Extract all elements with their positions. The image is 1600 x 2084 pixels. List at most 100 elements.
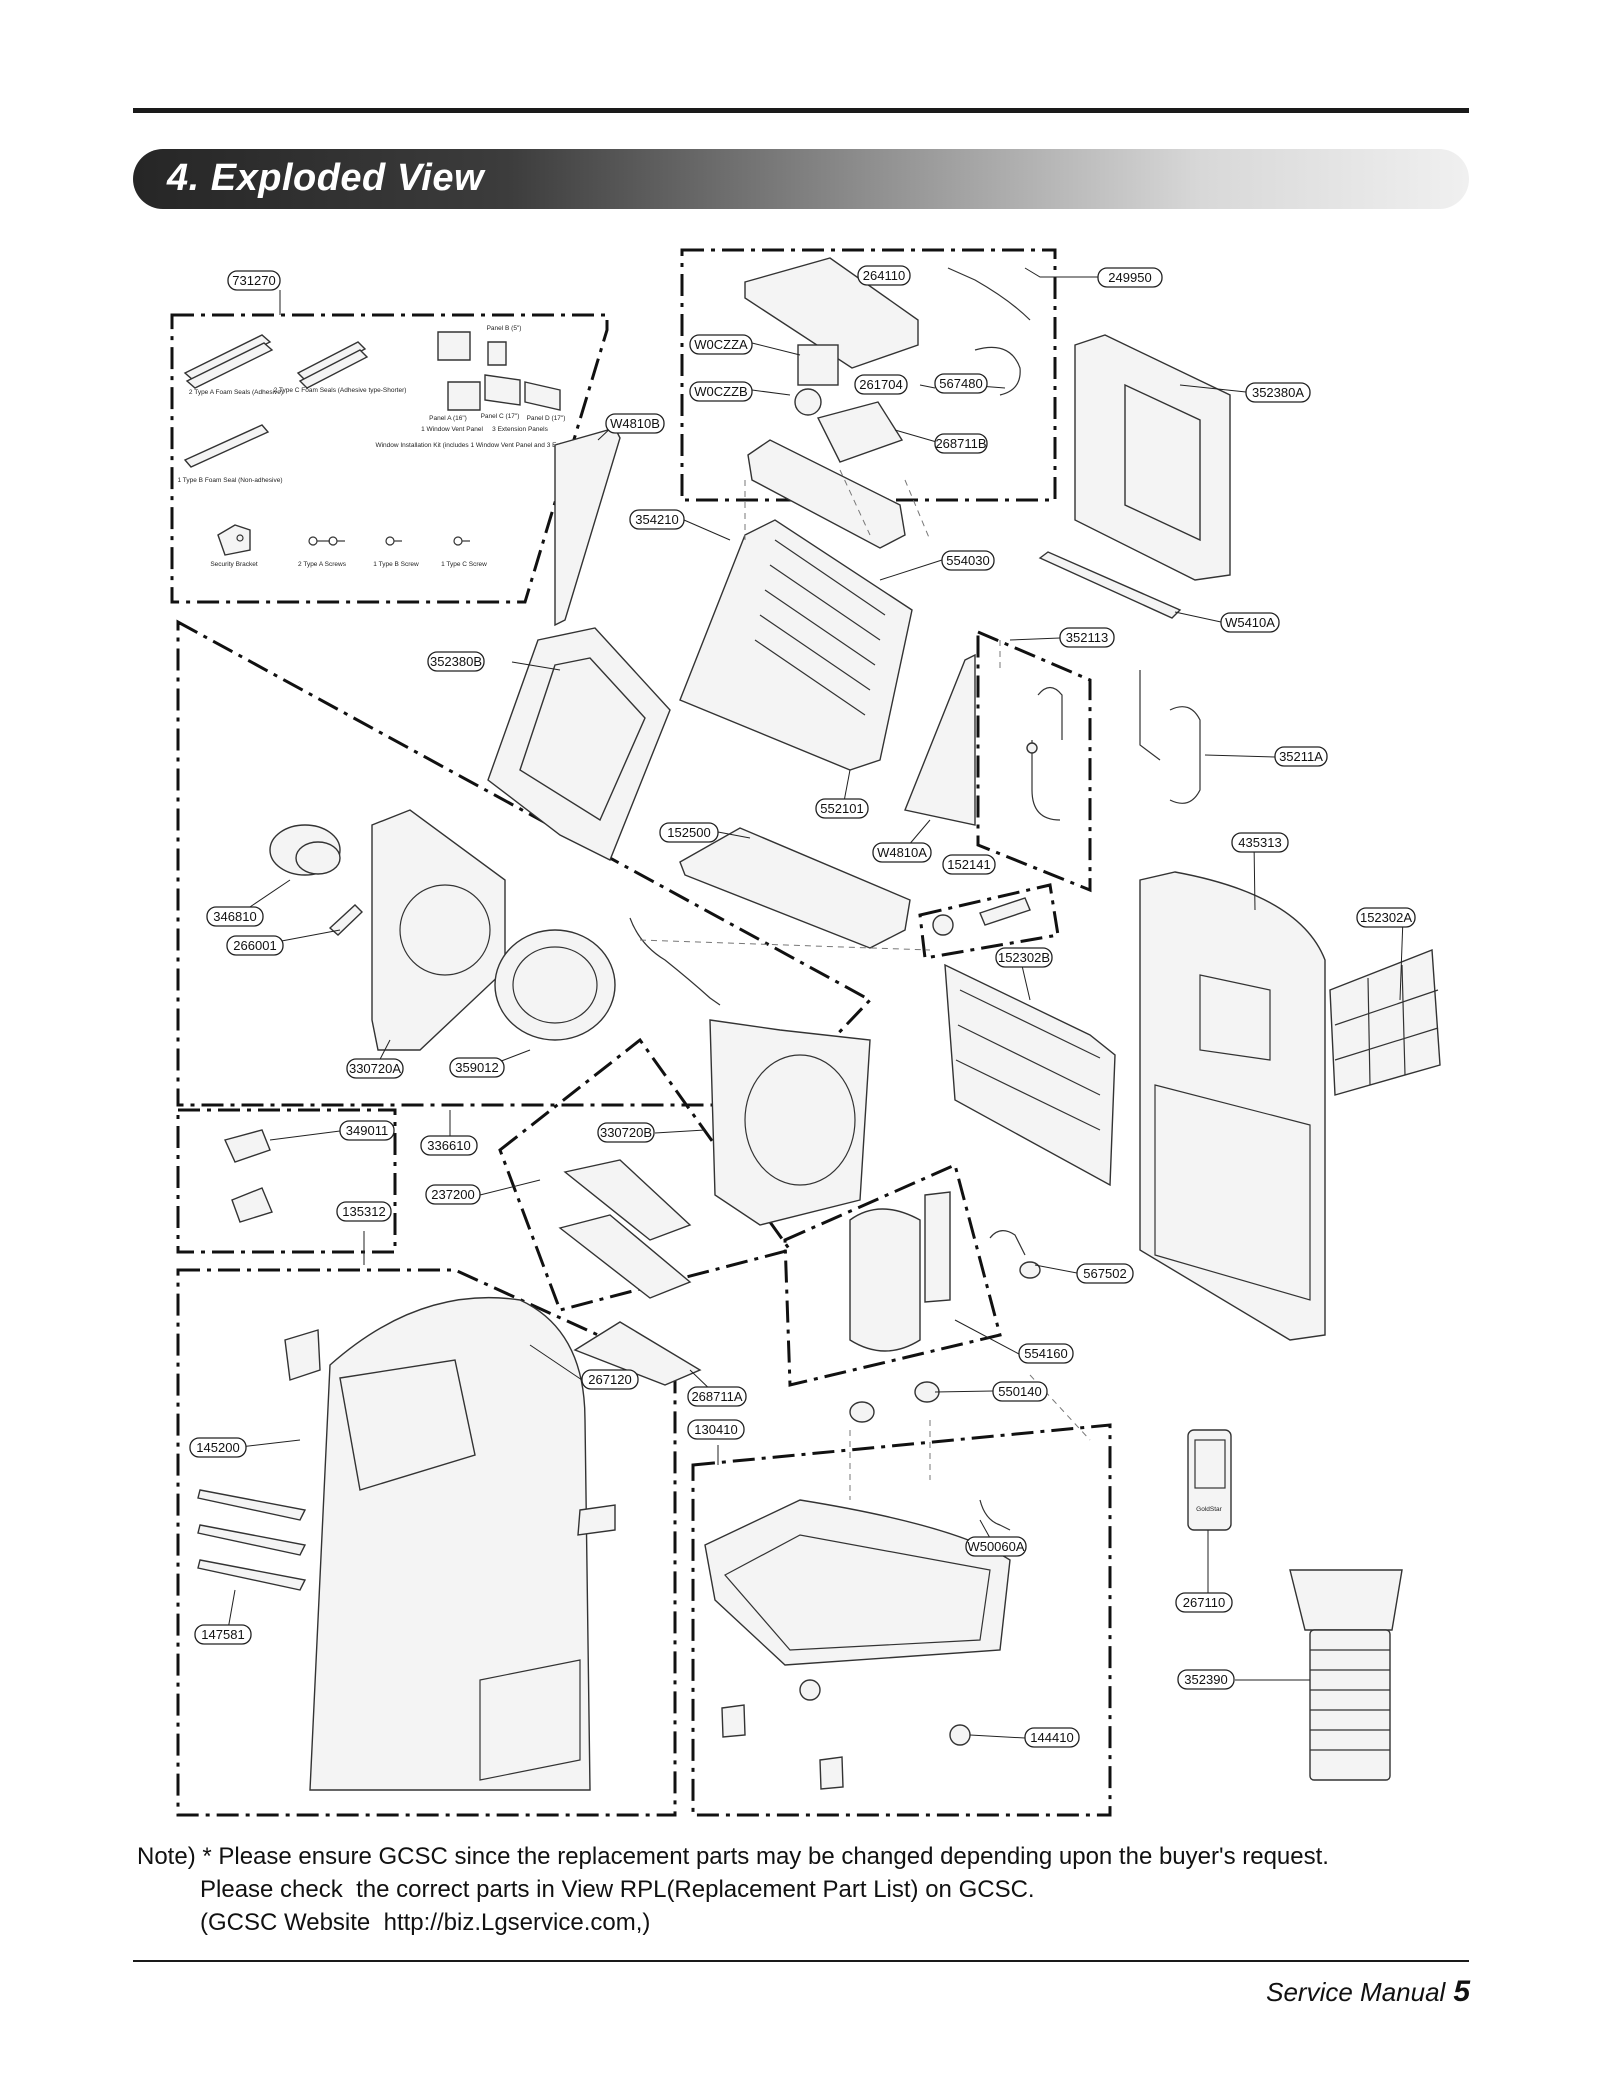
callout-152302A: 152302A <box>1356 907 1416 928</box>
svg-text:W0CZZA: W0CZZA <box>694 337 748 352</box>
svg-text:267120: 267120 <box>588 1372 631 1387</box>
foam-seal-c-drawing <box>296 341 369 389</box>
fan-scroll-drawing <box>371 809 506 1051</box>
callout-152141: 152141 <box>942 854 996 875</box>
compressor-group-outline <box>783 1162 1002 1387</box>
remote-brand-label: GoldStar <box>1196 1506 1222 1513</box>
svg-text:268711A: 268711A <box>691 1389 742 1404</box>
exhaust-hose-drawing <box>1289 1569 1403 1781</box>
svg-text:352380B: 352380B <box>430 654 482 669</box>
kit-label-screw-b: 1 Type B Screw <box>373 561 419 568</box>
front-grille-group-outline <box>498 1037 793 1312</box>
overload-protector-drawing <box>989 1230 1041 1279</box>
kit-label-vent-panel: 1 Window Vent Panel <box>421 426 483 433</box>
callout-35211A: 35211A <box>1274 746 1328 767</box>
callout-352380B: 352380B <box>427 651 485 672</box>
kit-label-foam-c: 2 Type C Foam Seals (Adhesive type-Short… <box>274 387 407 394</box>
footer-label: Service Manual <box>1266 1977 1446 2007</box>
svg-text:552101: 552101 <box>820 801 863 816</box>
svg-text:W50060A: W50060A <box>967 1539 1024 1554</box>
svg-text:W4810B: W4810B <box>610 416 660 431</box>
cabinet-drawing <box>284 1296 616 1791</box>
compressor-drawing <box>849 1191 951 1352</box>
control-panel-drawing <box>558 1159 702 1386</box>
seal-strip-drawing <box>1038 551 1182 619</box>
svg-text:152302A: 152302A <box>1360 910 1412 925</box>
callout-267120: 267120 <box>581 1369 639 1390</box>
drain-hose-fitting-drawing <box>979 1499 1011 1531</box>
kit-label-bracket: Security Bracket <box>210 561 258 568</box>
svg-text:352380A: 352380A <box>1252 385 1304 400</box>
callout-330720A: 330720A <box>346 1058 404 1079</box>
kit-label-foam-b: 1 Type B Foam Seal (Non-adhesive) <box>177 477 282 484</box>
remote-control-drawing: GoldStar <box>1187 1429 1232 1531</box>
kit-label-panel-a: Panel A (16") <box>429 415 467 422</box>
base-pan-drawing <box>704 1499 1011 1666</box>
callout-352380A: 352380A <box>1245 382 1311 403</box>
kit-label-ext-panels: 3 Extension Panels <box>492 426 548 433</box>
callout-W4810A: W4810A <box>872 842 932 863</box>
callout-330720B: 330720B <box>597 1122 655 1143</box>
control-box-group-outline <box>680 248 1057 502</box>
page-number: 5 <box>1453 1975 1470 2008</box>
side-panel-drawing <box>554 427 621 627</box>
kit-label-screw-a: 2 Type A Screws <box>298 561 347 568</box>
svg-text:267110: 267110 <box>1183 1595 1225 1610</box>
callout-135312: 135312 <box>336 1201 392 1222</box>
callout-268711B: 268711B <box>934 433 988 454</box>
svg-text:567502: 567502 <box>1083 1266 1126 1281</box>
callout-152302B: 152302B <box>995 947 1053 968</box>
note-line-1: Note) * Please ensure GCSC since the rep… <box>137 1843 1329 1870</box>
blower-wheel-drawing <box>494 929 616 1041</box>
bracket-parts-drawing <box>224 1129 273 1223</box>
motor-mount-drawing <box>328 904 364 936</box>
screws-drawing <box>308 536 470 546</box>
callout-144410: 144410 <box>1024 1727 1080 1748</box>
callout-354210: 354210 <box>629 509 685 530</box>
svg-text:330720A: 330720A <box>349 1061 401 1076</box>
evaporator-drawing <box>679 519 913 771</box>
svg-text:266001: 266001 <box>233 938 276 953</box>
callout-550140: 550140 <box>992 1381 1048 1402</box>
svg-text:352113: 352113 <box>1066 630 1108 645</box>
drain-plug-drawing <box>932 897 1031 936</box>
callout-W50060A: W50060A <box>965 1536 1027 1557</box>
callout-352113: 352113 <box>1059 627 1115 648</box>
callout-567502: 567502 <box>1076 1263 1134 1284</box>
caster-drawing <box>721 1679 971 1790</box>
callout-130410: 130410 <box>687 1419 745 1440</box>
kit-label-foam-a: 2 Type A Foam Seals (Adhesive) <box>189 389 283 396</box>
callout-567480: 567480 <box>934 373 988 394</box>
kit-label-panel-b: Panel B (5") <box>487 325 522 332</box>
callout-336610: 336610 <box>420 1135 478 1156</box>
svg-text:554030: 554030 <box>946 553 989 568</box>
svg-text:346810: 346810 <box>213 909 256 924</box>
evaporator-parts-group-outline <box>976 629 1092 893</box>
svg-text:35211A: 35211A <box>1279 749 1323 764</box>
capillary-tube-drawing <box>1139 670 1201 804</box>
callout-W0CZZB: W0CZZB <box>689 381 753 402</box>
svg-text:W0CZZB: W0CZZB <box>694 384 747 399</box>
foam-seal-b-drawing <box>183 424 270 468</box>
bottom-rule <box>133 1960 1469 1962</box>
callout-152500: 152500 <box>659 822 719 843</box>
note-line-2: Please check the correct parts in View R… <box>200 1876 1035 1903</box>
svg-text:W4810A: W4810A <box>877 845 927 860</box>
callout-267110: 267110 <box>1175 1592 1233 1613</box>
callout-435313: 435313 <box>1231 832 1289 853</box>
callout-554030: 554030 <box>941 550 995 571</box>
pipe-assembly-drawing <box>1026 686 1063 821</box>
svg-text:731270: 731270 <box>232 273 275 288</box>
svg-text:554160: 554160 <box>1024 1346 1067 1361</box>
drain-pan-drawing <box>679 827 911 949</box>
svg-text:237200: 237200 <box>431 1187 474 1202</box>
callout-268711A: 268711A <box>687 1386 747 1407</box>
callout-145200: 145200 <box>189 1437 247 1458</box>
section-title: 4. Exploded View <box>167 157 485 199</box>
svg-text:152302B: 152302B <box>998 950 1050 965</box>
callout-249950: 249950 <box>1097 267 1163 288</box>
svg-text:W5410A: W5410A <box>1225 615 1275 630</box>
compressor-feet-drawing <box>849 1381 940 1423</box>
